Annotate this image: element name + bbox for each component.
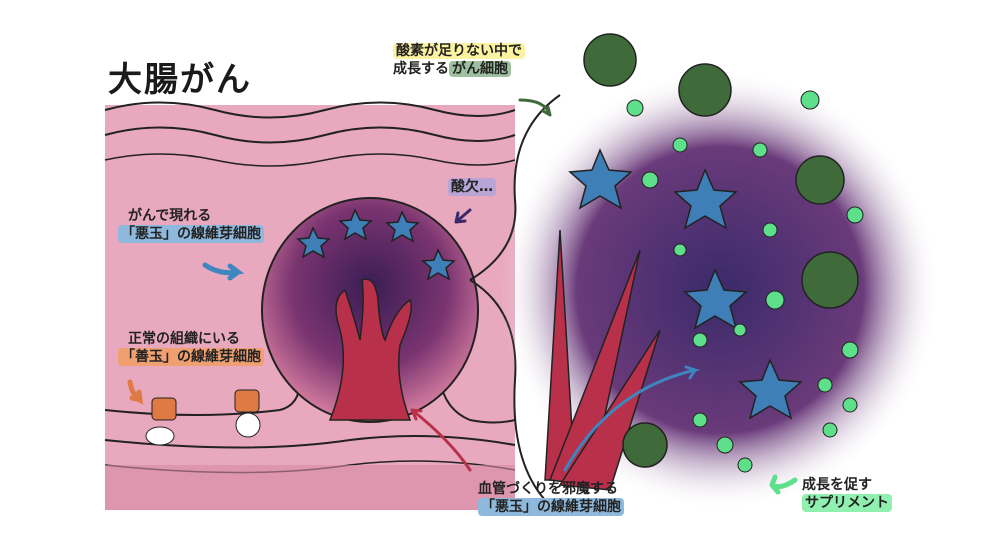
label-supplement: 成長を促す サプリメント: [802, 476, 892, 512]
label-line: 酸素が足りない中で: [393, 43, 525, 59]
label-line: サプリメント: [802, 494, 892, 512]
cancer-cells-zoom: [568, 148, 803, 420]
label-line: がんで現れる: [128, 208, 212, 224]
label-good-fibroblast: 正常の組織にいる 「善玉」の線維芽細胞: [118, 330, 264, 366]
label-vessel-blocking: 血管づくりを邪魔する 「悪玉」の線維芽細胞: [478, 480, 624, 516]
label-bad-fibroblast: がんで現れる 「悪玉」の線維芽細胞: [118, 207, 264, 243]
hypoxic-cancer-cells: [583, 33, 859, 468]
label-line: 「悪玉」の線維芽細胞: [118, 225, 264, 243]
label-line: 血管づくりを邪魔する: [478, 481, 618, 497]
tumor: [261, 197, 479, 423]
page-title: 大腸がん: [108, 60, 252, 100]
label-line: 「悪玉」の線維芽細胞: [478, 498, 624, 516]
label-line: 成長する: [393, 61, 449, 77]
label-line: 成長を促す: [802, 477, 872, 493]
cancer-cells-tumor: [296, 208, 456, 281]
label-line: 「善玉」の線維芽細胞: [118, 348, 264, 366]
label-line: 正常の組織にいる: [128, 331, 240, 347]
good-fibroblasts: [145, 389, 261, 446]
arrows: [127, 98, 798, 495]
supplement-balls: [626, 90, 864, 473]
label-hypoxic-cancer: 酸素が足りない中で 成長するがん細胞: [393, 42, 525, 78]
label-highlight: がん細胞: [449, 61, 511, 77]
zoom-connector: [469, 94, 561, 281]
label-oxygen-lack: 酸欠…: [448, 178, 496, 196]
